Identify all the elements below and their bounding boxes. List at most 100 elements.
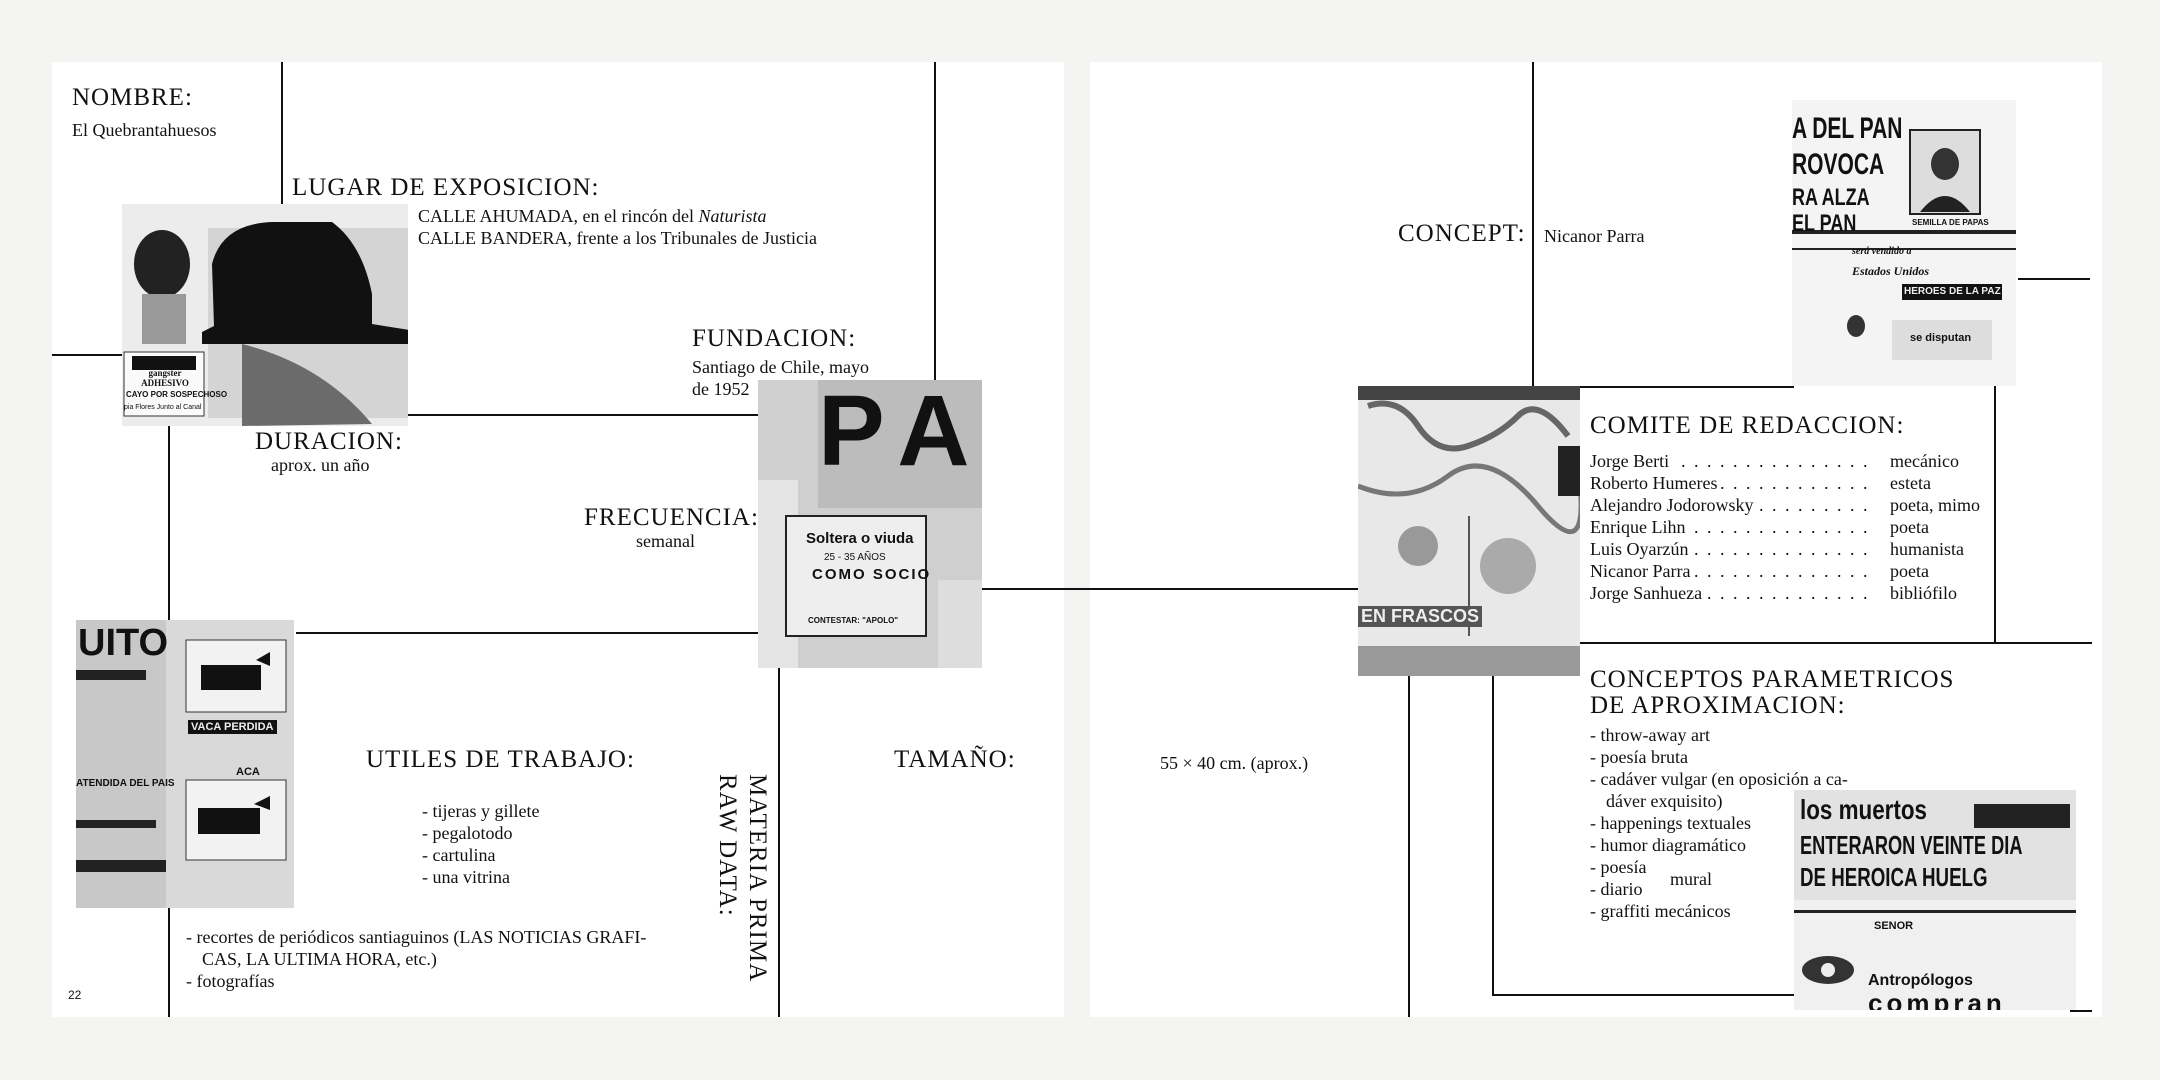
collage-photo-gangster: gangster ADHESIVO CAYO POR SOSPECHOSO pi… <box>122 204 408 426</box>
table-row: Nicanor Parrapoeta <box>1590 560 1980 582</box>
photo-headline: Estados Unidos <box>1852 264 1930 278</box>
member-role: mecánico <box>1890 451 1959 471</box>
conceptos-label-line1: CONCEPTOS PARAMETRICOS <box>1590 666 1955 693</box>
photo-big-letters: PA <box>818 380 982 487</box>
collage-photo-pan-art <box>1792 100 2016 386</box>
collage-photo-textura: EN FRASCOS <box>1358 386 1580 676</box>
photo-sign-text: 25 - 35 AÑOS <box>824 552 886 563</box>
conceptos-label-line2: DE APROXIMACION: <box>1590 692 1846 719</box>
list-item: cartulina <box>422 844 539 866</box>
photo-headline: ENTERARON VEINTE DIA <box>1800 830 2023 860</box>
divider-line <box>778 660 780 1017</box>
materia-label-line1: MATERIA PRIMA <box>744 774 771 983</box>
collage-photo-gangster-art <box>122 204 408 426</box>
list-item: pegalotodo <box>422 822 539 844</box>
list-item: - graffiti mecánicos <box>1590 901 1731 921</box>
divider-line <box>934 62 936 382</box>
photo-headline: será vendido a <box>1852 246 1912 257</box>
member-role: bibliófilo <box>1890 583 1957 603</box>
photo-text: EN FRASCOS <box>1358 606 1483 627</box>
photo-headline: EL PAN <box>1792 210 1857 237</box>
list-item: - happenings textuales <box>1590 813 1751 833</box>
photo-caption: CAYO POR SOSPECHOSO <box>126 390 228 399</box>
conceptos-list: - throw-away art - poesía bruta - cadáve… <box>1590 724 1848 922</box>
mural-text: mural <box>1670 869 1712 889</box>
nombre-value: El Quebrantahuesos <box>72 120 217 140</box>
divider-line <box>1580 386 1794 388</box>
concept-label: CONCEPT: <box>1398 220 1526 247</box>
photo-text: ACA <box>236 766 260 778</box>
table-row: Enrique Lihnpoeta <box>1590 516 1980 538</box>
list-item: - cadáver vulgar (en oposición a ca- <box>1590 769 1848 789</box>
list-item-cont: dáver exquisito) <box>1606 791 1723 811</box>
lugar-label: LUGAR DE EXPOSICION: <box>292 174 600 201</box>
comite-table: Jorge Bertimecánico Roberto Humeresestet… <box>1590 450 1980 604</box>
photo-sign-text: CONTESTAR: "APOLO" <box>808 616 899 625</box>
member-role: humanista <box>1890 539 1964 559</box>
member-role: poeta, mimo <box>1890 495 1980 515</box>
divider-line <box>281 62 283 207</box>
fundacion-line2: de 1952 <box>692 379 750 399</box>
divider-line <box>296 632 762 634</box>
table-row: Luis Oyarzúnhumanista <box>1590 538 1980 560</box>
lugar-line1-italic: Naturista <box>698 206 767 226</box>
divider-line <box>1580 642 2092 644</box>
photo-headline: Antropólogos <box>1868 972 1973 989</box>
list-item: - recortes de periódicos santiaguinos (L… <box>186 927 647 947</box>
divider-line <box>1994 386 1996 644</box>
table-row: Alejandro Jodorowskypoeta, mimo <box>1590 494 1980 516</box>
list-item: - diario <box>1590 879 1643 899</box>
divider-line <box>1492 994 1794 996</box>
list-item: - fotografías <box>186 971 275 991</box>
photo-caption: pia Flores Junto al Canal <box>124 404 202 411</box>
photo-headline: A DEL PAN <box>1792 112 1903 145</box>
collage-photo-soltera: PA Soltera o viuda 25 - 35 AÑOS COMO SOC… <box>758 380 982 668</box>
divider-line <box>1408 676 1410 1017</box>
member-role: poeta <box>1890 561 1929 581</box>
collage-photo-vaca-art <box>76 620 294 908</box>
photo-headline: SEMILLA DE PAPAS <box>1912 218 1989 227</box>
materia-label: MATERIA PRIMA RAW DATA: <box>712 774 772 982</box>
comite-label: COMITE DE REDACCION: <box>1590 412 1905 439</box>
concept-value: Nicanor Parra <box>1544 226 1645 246</box>
photo-headline: se disputan <box>1910 332 1972 344</box>
fundacion-label: FUNDACION: <box>692 325 857 352</box>
fundacion-line1: Santiago de Chile, mayo <box>692 357 869 377</box>
list-item: tijeras y gillete <box>422 800 540 822</box>
page-number: 22 <box>68 988 82 1002</box>
divider-line <box>1492 676 1494 996</box>
duracion-value: aprox. un año <box>271 455 370 475</box>
list-item: - poesía <box>1590 857 1647 877</box>
collage-photo-vaca: UITO VACA PERDIDA ATENDIDA DEL PAIS ACA <box>76 620 294 908</box>
divider-line <box>2018 278 2090 280</box>
photo-text: ATENDIDA DEL PAIS <box>76 778 175 789</box>
table-row: Jorge Sanhuezabibliófilo <box>1590 582 1980 604</box>
photo-headline: los muertos <box>1800 794 1927 825</box>
photo-badge: gangster ADHESIVO <box>141 368 189 388</box>
photo-headline: HEROES DE LA PAZ <box>1904 286 2001 297</box>
lugar-line2: CALLE BANDERA, frente a los Tribunales d… <box>418 228 817 248</box>
photo-text: UITO <box>78 622 169 664</box>
list-item-cont: CAS, LA ULTIMA HORA, etc.) <box>202 949 437 969</box>
tamano-value: 55 × 40 cm. (aprox.) <box>1160 753 1309 773</box>
lugar-line1-text: CALLE AHUMADA, en el rincón del <box>418 206 699 226</box>
utiles-list: tijeras y gillete pegalotodo cartulina u… <box>422 800 540 888</box>
photo-sign-text: COMO SOCIO <box>812 566 932 583</box>
materia-items: - recortes de periódicos santiaguinos (L… <box>186 926 646 992</box>
list-item: - humor diagramático <box>1590 835 1746 855</box>
photo-sign-text: Soltera o viuda <box>806 530 914 547</box>
table-row: Jorge Bertimecánico <box>1590 450 1980 472</box>
collage-photo-muertos-art <box>1794 790 2076 1010</box>
divider-line <box>52 354 122 356</box>
photo-text: SENOR <box>1874 920 1914 932</box>
tamano-label: TAMAÑO: <box>894 746 1016 773</box>
utiles-label: UTILES DE TRABAJO: <box>366 746 635 773</box>
frecuencia-value: semanal <box>636 531 695 551</box>
duracion-label: DURACION: <box>255 428 403 455</box>
lugar-line1: CALLE AHUMADA, en el rincón del Naturist… <box>418 205 766 227</box>
divider-line <box>2070 1010 2092 1012</box>
photo-headline: compran <box>1868 988 2006 1010</box>
divider-line <box>400 414 786 416</box>
member-role: esteta <box>1890 473 1931 493</box>
collage-photo-textura-art <box>1358 386 1580 676</box>
